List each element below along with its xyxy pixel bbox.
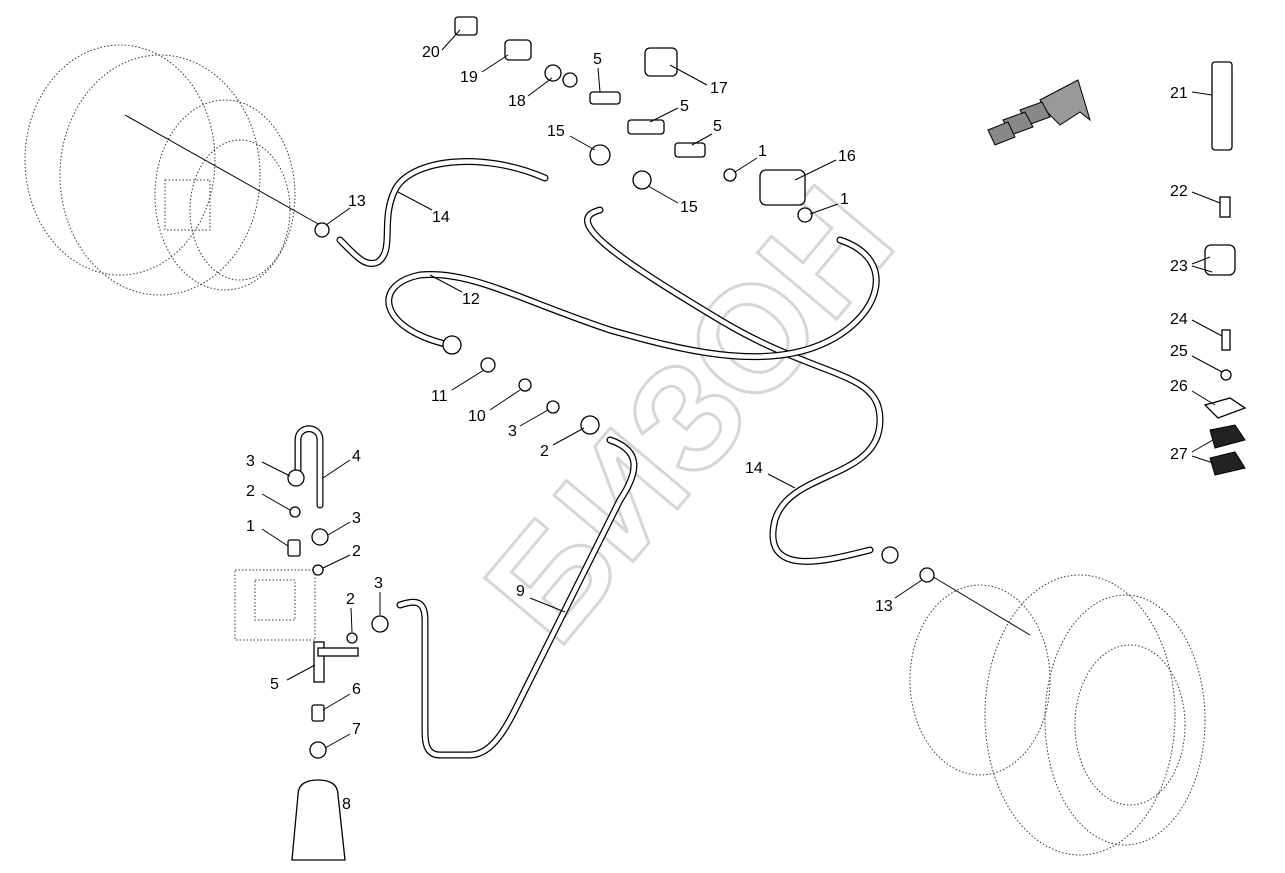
part-label: 20	[422, 44, 440, 61]
part-label: 15	[680, 199, 698, 216]
part-label: 5	[270, 676, 279, 693]
part-label: 17	[710, 80, 728, 97]
fittings	[287, 16, 1247, 861]
part-label: 3	[508, 423, 517, 440]
part-label: 23	[1170, 258, 1188, 275]
part-label: 11	[431, 388, 448, 405]
part-label: 26	[1170, 378, 1188, 395]
part-label: 15	[547, 123, 565, 140]
part-label: 27	[1170, 446, 1188, 463]
hoses	[294, 158, 884, 759]
wheel-motor-bottom-right	[909, 574, 1206, 856]
part-label: 5	[680, 98, 689, 115]
part-label: 6	[352, 681, 361, 698]
part-labels: 20 19 18 5 17 5 15 5 1 16 14 13 15 1 12 …	[246, 29, 1223, 813]
part-label: 13	[348, 193, 366, 210]
part-label: 10	[468, 408, 486, 425]
part-label: 14	[432, 209, 450, 226]
part-label: 8	[342, 796, 351, 813]
part-label: 3	[246, 453, 255, 470]
part-label: 7	[352, 721, 361, 738]
part-label: 21	[1170, 85, 1188, 102]
part-label: 14	[745, 460, 763, 477]
part-label: 13	[875, 598, 893, 615]
part-label: 5	[713, 118, 722, 135]
part-label: 4	[352, 448, 361, 465]
part-label: 3	[374, 575, 383, 592]
part-label: 2	[346, 591, 355, 608]
part-label: 2	[352, 543, 361, 560]
part-label: 12	[462, 291, 480, 308]
part-label: 25	[1170, 343, 1188, 360]
part-label: 24	[1170, 311, 1188, 328]
forward-arrow-icon	[987, 79, 1091, 146]
part-label: 16	[838, 148, 856, 165]
part-label: 2	[246, 483, 255, 500]
part-label: 22	[1170, 183, 1188, 200]
part-label: 5	[593, 51, 602, 68]
part-label: 1	[758, 143, 767, 160]
part-label: 19	[460, 69, 478, 86]
part-label: 1	[840, 191, 849, 208]
part-label: 2	[540, 443, 549, 460]
part-label: 9	[516, 583, 525, 600]
part-label: 1	[246, 518, 255, 535]
part-label: 3	[352, 510, 361, 527]
part-label: 18	[508, 93, 526, 110]
pump-unit	[234, 569, 316, 641]
wheel-motor-top-left	[24, 44, 296, 296]
